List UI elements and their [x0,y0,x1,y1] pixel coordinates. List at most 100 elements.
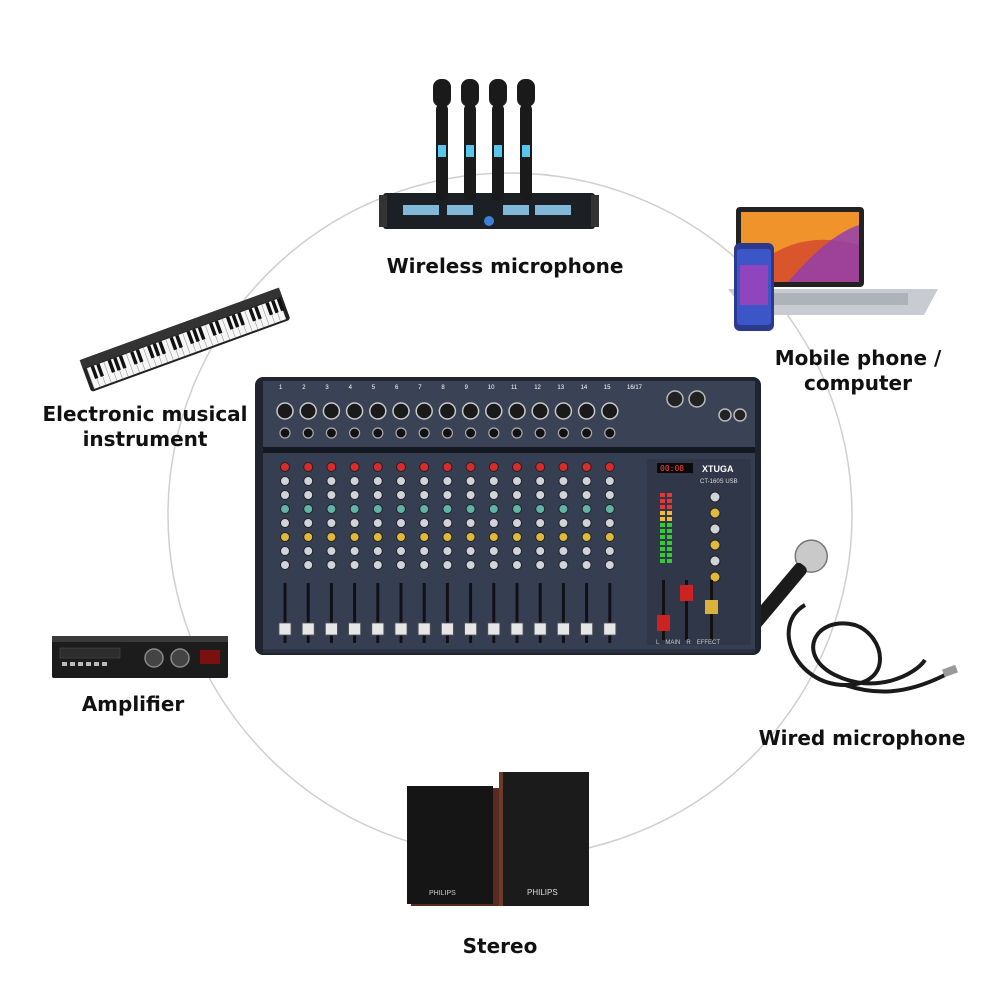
channel-knob[interactable] [280,560,290,570]
channel-knob[interactable] [349,504,360,514]
line-input-jack[interactable] [488,427,500,439]
xlr-input[interactable] [345,402,364,420]
line-input-jack[interactable] [325,427,338,439]
channel-fader[interactable] [510,622,524,636]
channel-knob[interactable] [604,504,615,514]
channel-knob[interactable] [535,504,546,514]
channel-knob[interactable] [303,462,314,472]
channel-knob[interactable] [396,476,406,486]
channel-knob[interactable] [442,560,453,570]
channel-knob[interactable] [419,532,430,542]
channel-knob[interactable] [512,476,522,486]
channel-knob[interactable] [488,490,499,500]
channel-knob[interactable] [303,560,314,570]
channel-knob[interactable] [372,490,383,500]
channel-knob[interactable] [349,490,360,500]
channel-knob[interactable] [465,476,476,486]
channel-knob[interactable] [303,532,314,542]
channel-knob[interactable] [303,490,314,500]
channel-knob[interactable] [280,490,290,500]
channel-fader[interactable] [556,622,570,636]
xlr-input[interactable] [392,402,410,420]
channel-knob[interactable] [326,504,337,514]
channel-knob[interactable] [372,546,383,556]
channel-knob[interactable] [396,518,406,528]
channel-knob[interactable] [372,476,383,486]
channel-knob[interactable] [488,476,499,486]
channel-knob[interactable] [396,546,406,556]
channel-knob[interactable] [465,518,476,528]
line-input-jack[interactable] [465,427,477,439]
channel-knob[interactable] [604,490,615,500]
line-input-jack[interactable] [395,427,407,439]
line-input-jack[interactable] [302,427,314,439]
channel-knob[interactable] [419,546,430,556]
xlr-input[interactable] [369,402,387,420]
channel-knob[interactable] [442,490,453,500]
line-input-jack[interactable] [279,427,291,439]
channel-fader[interactable] [348,622,361,636]
line-input-jack[interactable] [604,427,616,439]
xlr-input[interactable] [577,402,596,420]
channel-knob[interactable] [419,518,430,528]
channel-knob[interactable] [326,560,337,570]
channel-knob[interactable] [349,532,360,542]
channel-knob[interactable] [512,504,522,514]
channel-fader[interactable] [440,622,454,636]
xlr-input[interactable] [438,402,457,420]
channel-knob[interactable] [604,532,615,542]
channel-knob[interactable] [488,546,499,556]
master-knob[interactable] [709,539,721,551]
channel-knob[interactable] [535,490,546,500]
channel-knob[interactable] [581,476,592,486]
channel-knob[interactable] [303,546,314,556]
channel-knob[interactable] [512,518,522,528]
channel-knob[interactable] [396,504,406,514]
channel-knob[interactable] [581,490,592,500]
xlr-input[interactable] [601,402,619,420]
channel-knob[interactable] [303,476,314,486]
master-knob[interactable] [709,571,721,583]
channel-knob[interactable] [558,532,569,542]
channel-knob[interactable] [535,462,546,472]
channel-knob[interactable] [604,560,615,570]
xlr-input[interactable] [461,402,480,420]
line-input-jack[interactable] [372,427,384,439]
channel-knob[interactable] [465,504,476,514]
channel-fader[interactable] [278,622,292,636]
channel-knob[interactable] [512,532,522,542]
channel-fader[interactable] [580,622,594,636]
channel-knob[interactable] [419,462,430,472]
xlr-input[interactable] [554,402,573,420]
channel-knob[interactable] [604,546,615,556]
channel-knob[interactable] [488,560,499,570]
master-knob[interactable] [709,507,721,519]
channel-fader[interactable] [301,622,315,636]
channel-knob[interactable] [396,560,406,570]
line-input-jack[interactable] [511,427,523,439]
channel-knob[interactable] [512,490,522,500]
channel-knob[interactable] [488,532,499,542]
channel-knob[interactable] [604,518,615,528]
channel-knob[interactable] [280,518,290,528]
channel-knob[interactable] [280,504,290,514]
channel-knob[interactable] [419,476,430,486]
channel-knob[interactable] [372,532,383,542]
channel-knob[interactable] [349,546,360,556]
channel-knob[interactable] [442,518,453,528]
channel-knob[interactable] [372,560,383,570]
channel-knob[interactable] [419,490,430,500]
channel-knob[interactable] [280,546,290,556]
channel-knob[interactable] [303,504,314,514]
channel-knob[interactable] [488,518,499,528]
channel-knob[interactable] [488,462,499,472]
channel-knob[interactable] [465,546,476,556]
xlr-input[interactable] [485,402,503,420]
channel-knob[interactable] [326,532,337,542]
channel-knob[interactable] [535,518,546,528]
xlr-input[interactable] [299,402,317,420]
channel-knob[interactable] [581,504,592,514]
channel-knob[interactable] [558,476,569,486]
channel-fader[interactable] [371,622,385,636]
channel-knob[interactable] [303,518,314,528]
